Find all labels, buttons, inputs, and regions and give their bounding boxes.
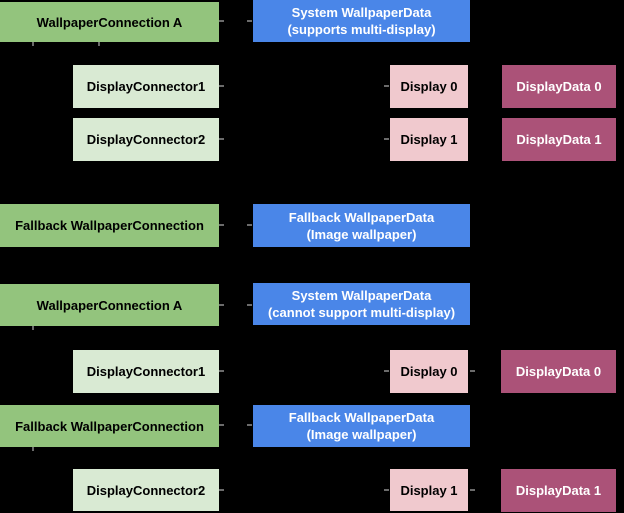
node-label-line2: (Image wallpaper) — [306, 226, 417, 242]
node-display-data-1-nomulti: DisplayData 1 — [501, 469, 616, 512]
node-display-0-nomulti: Display 0 — [390, 350, 468, 393]
node-display-data-0-nomulti: DisplayData 0 — [501, 350, 616, 393]
connector-stub — [384, 370, 389, 372]
connector-stub — [470, 370, 475, 372]
connector-stub — [219, 138, 224, 140]
connector-stub — [247, 224, 252, 226]
node-system-wallpaper-data-nomulti: System WallpaperData (cannot support mul… — [253, 283, 470, 325]
connector-stub — [32, 42, 34, 46]
node-label-line1: System WallpaperData — [291, 288, 432, 303]
node-wallpaper-connection-a-nomulti: WallpaperConnection A — [0, 284, 219, 326]
connector-stub — [219, 20, 224, 22]
node-wallpaper-connection-a-multi: WallpaperConnection A — [0, 2, 219, 42]
connector-stub — [247, 304, 252, 306]
node-fallback-wallpaper-data: Fallback WallpaperData (Image wallpaper) — [253, 204, 470, 247]
node-label-stack: Fallback WallpaperData (Image wallpaper) — [289, 409, 434, 443]
connector-stub — [247, 20, 252, 22]
connector-stub — [219, 424, 224, 426]
node-display-data-1-multi: DisplayData 1 — [502, 118, 616, 161]
node-fallback-wallpaper-connection-nomulti: Fallback WallpaperConnection — [0, 405, 219, 447]
node-display-0-multi: Display 0 — [390, 65, 468, 108]
node-display-connector-2-multi: DisplayConnector2 — [73, 118, 219, 161]
connector-stub — [219, 489, 224, 491]
connector-stub — [470, 489, 475, 491]
connector-stub — [384, 85, 389, 87]
connector-stub — [219, 85, 224, 87]
node-system-wallpaper-data-multi: System WallpaperData (supports multi-dis… — [253, 0, 470, 42]
node-display-1-multi: Display 1 — [390, 118, 468, 161]
node-label-stack: Fallback WallpaperData (Image wallpaper) — [289, 209, 434, 243]
connector-stub — [98, 42, 100, 46]
node-label-stack: System WallpaperData (cannot support mul… — [268, 287, 455, 321]
node-label-line2: (supports multi-display) — [287, 22, 436, 37]
node-display-data-0-multi: DisplayData 0 — [502, 65, 616, 108]
node-fallback-wallpaper-data-nomulti: Fallback WallpaperData (Image wallpaper) — [253, 405, 470, 447]
connector-stub — [32, 447, 34, 451]
node-display-1-nomulti: Display 1 — [390, 469, 468, 511]
node-label-line1: System WallpaperData — [291, 5, 432, 20]
node-fallback-wallpaper-connection: Fallback WallpaperConnection — [0, 204, 219, 247]
connector-stub — [384, 138, 389, 140]
node-label-stack: System WallpaperData (supports multi-dis… — [287, 4, 435, 38]
node-display-connector-2-nomulti: DisplayConnector2 — [73, 469, 219, 511]
node-display-connector-1-nomulti: DisplayConnector1 — [73, 350, 219, 393]
node-display-connector-1-multi: DisplayConnector1 — [73, 65, 219, 108]
node-label-line1: Fallback WallpaperData — [288, 410, 435, 425]
connector-stub — [219, 304, 224, 306]
connector-stub — [384, 489, 389, 491]
node-label-line1: Fallback WallpaperData — [288, 209, 435, 225]
connector-stub — [219, 224, 224, 226]
connector-stub — [247, 424, 252, 426]
connector-stub — [219, 370, 224, 372]
node-label-line2: (cannot support multi-display) — [267, 305, 456, 320]
node-label-line2: (Image wallpaper) — [306, 427, 417, 442]
connector-stub — [32, 326, 34, 330]
